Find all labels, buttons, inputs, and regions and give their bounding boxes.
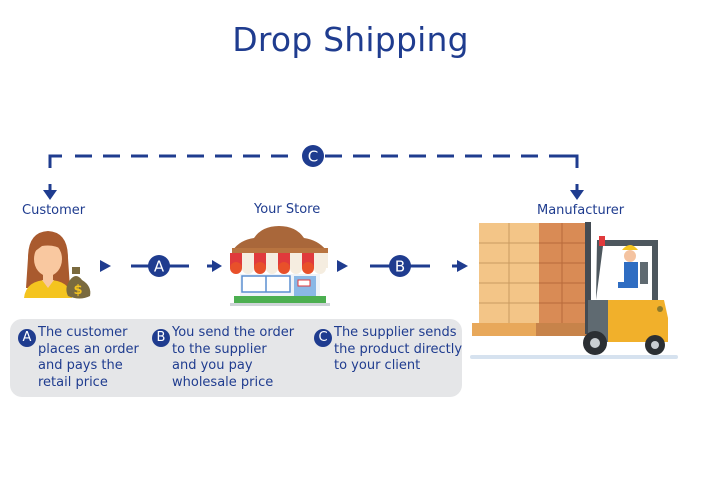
legend-text-b: You send the order to the supplier and y… [172,325,295,390]
legend-panel: A The customer places an order and pays … [10,319,462,397]
connector-c-badge: C [302,145,324,167]
svg-text:C: C [308,148,318,166]
node-label-manufacturer: Manufacturer [537,203,625,218]
badge-c-icon: C [314,329,332,347]
legend-text-a: The customer places an order and pays th… [38,325,139,390]
storefront-icon [230,226,330,306]
connector-b: B [337,255,468,277]
node-label-customer: Customer [22,203,86,218]
svg-text:A: A [154,258,165,276]
badge-b-icon: B [152,329,170,347]
connector-a: A [100,255,222,277]
legend-text-c: The supplier sends the product directly … [334,325,463,373]
svg-text:$: $ [73,283,82,298]
arrow-down-icon [43,190,57,200]
connector-c [48,154,579,168]
arrow-down-icon [570,190,584,200]
svg-text:B: B [395,258,405,276]
forklift-with-boxes-icon [470,222,678,359]
diagram-title: Drop Shipping [232,20,469,59]
badge-a-icon: A [18,329,36,347]
woman-with-money-bag-icon: $ [24,231,91,299]
node-label-your-store: Your Store [254,202,321,217]
